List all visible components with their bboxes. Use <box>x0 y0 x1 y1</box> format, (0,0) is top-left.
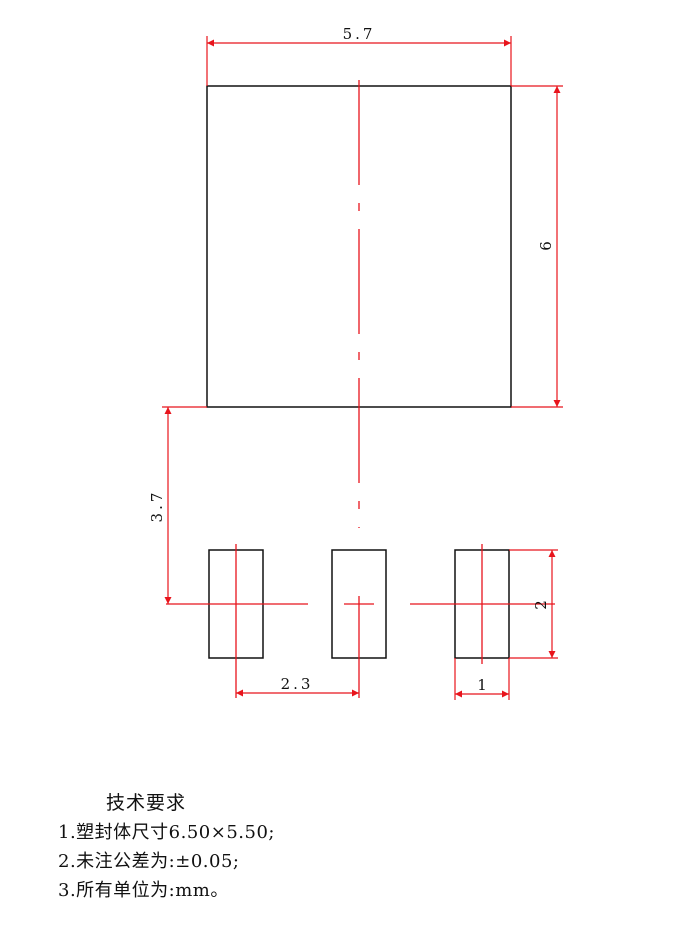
dimension-pad-height <box>509 549 558 659</box>
dimension-pad-width-label: 1 <box>477 676 487 694</box>
dimension-body-to-pad-label: 3.7 <box>148 490 166 523</box>
requirement-item-2: 2.未注公差为:±0.05; <box>58 851 240 872</box>
dimension-body-width-label: 5.7 <box>343 25 376 43</box>
requirement-item-1: 1.塑封体尺寸6.50×5.50; <box>58 822 275 843</box>
dimension-body-height <box>511 85 563 408</box>
dimension-body-width <box>206 36 512 86</box>
dimension-pad-width <box>454 658 510 700</box>
dimension-body-to-pad <box>162 406 207 604</box>
dimension-pad-height-label: 2 <box>532 600 550 610</box>
technical-requirements: 技术要求 1.塑封体尺寸6.50×5.50; 2.未注公差为:±0.05; 3.… <box>58 788 275 905</box>
requirement-item-3: 3.所有单位为:mm。 <box>58 880 229 901</box>
technical-requirements-heading: 技术要求 <box>106 792 187 814</box>
dimension-body-height-label: 6 <box>537 241 555 251</box>
dimension-pad-pitch-label: 2.3 <box>281 675 314 693</box>
